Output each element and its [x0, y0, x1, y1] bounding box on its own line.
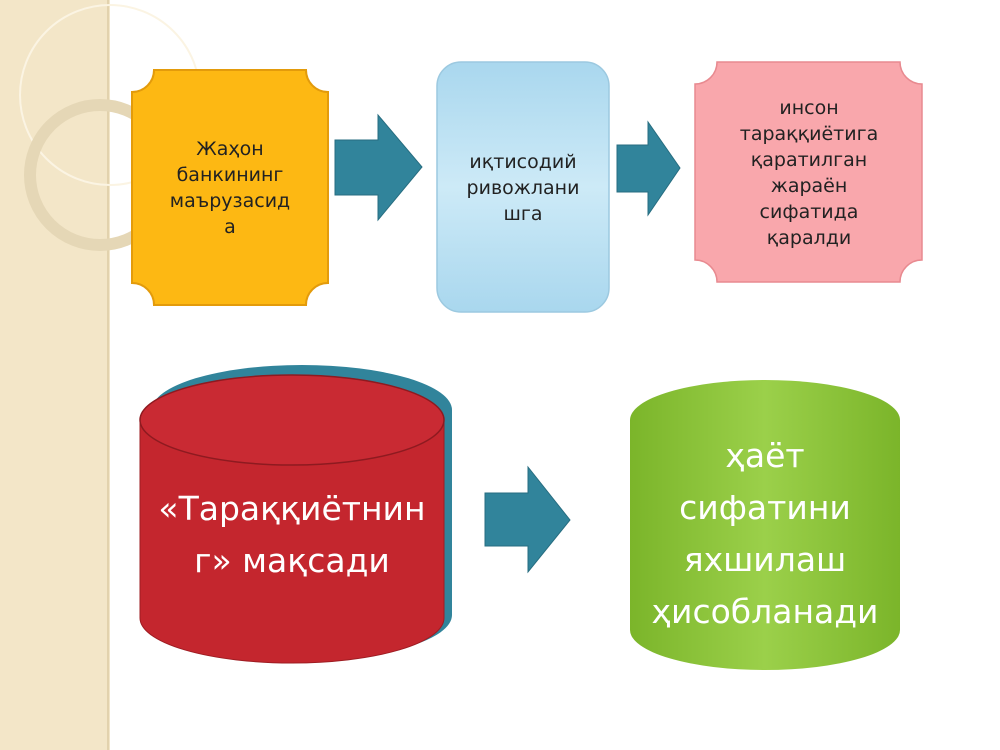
text-line: «Тараққиётнин — [158, 489, 426, 528]
decorative-sidebar — [0, 0, 201, 750]
cylinder-red-text: «Тараққиётнин г» мақсади — [140, 470, 444, 600]
arrow-right-icon — [616, 120, 681, 217]
box-economic — [436, 61, 610, 313]
text-line: . — [759, 644, 771, 683]
text-line: сифатини — [679, 488, 851, 527]
text-line: банкининг — [176, 163, 284, 186]
arrow-right-icon — [484, 465, 571, 574]
text-line: яхшилаш — [683, 540, 847, 579]
text-line: г» мақсади — [194, 541, 390, 580]
text-line: сифатида — [759, 200, 859, 223]
cylinder-green-text: ҳаёт сифатини яхшилаш ҳисобланади . — [630, 425, 900, 695]
text-line: иқтисодий — [469, 150, 577, 173]
text-line: қаратилган — [750, 148, 868, 171]
box-world-bank-text: Жаҳон банкининг маърузасид а — [140, 80, 320, 295]
box-economic-text: иқтисодий ривожлани шга — [440, 70, 606, 305]
text-line: Жаҳон — [196, 137, 264, 160]
text-line: маърузасид — [169, 189, 291, 212]
cylinder-green — [630, 380, 900, 670]
text-line: жараён — [770, 174, 848, 197]
cylinder-red — [139, 374, 445, 664]
text-line: шга — [503, 202, 543, 225]
box-human-development-text: инсон тараққиётига қаратилган жараён сиф… — [700, 70, 918, 275]
text-line: а — [224, 215, 236, 238]
box-human-development — [694, 61, 923, 283]
box-world-bank — [131, 69, 329, 306]
text-line: ҳисобланади — [651, 592, 879, 631]
text-line: инсон — [779, 96, 839, 119]
text-line: тараққиётига — [739, 122, 879, 145]
text-line: ҳаёт — [725, 436, 805, 475]
text-line: ривожлани — [466, 176, 580, 199]
text-line: қаралди — [766, 226, 852, 249]
arrow-right-icon — [334, 113, 423, 222]
